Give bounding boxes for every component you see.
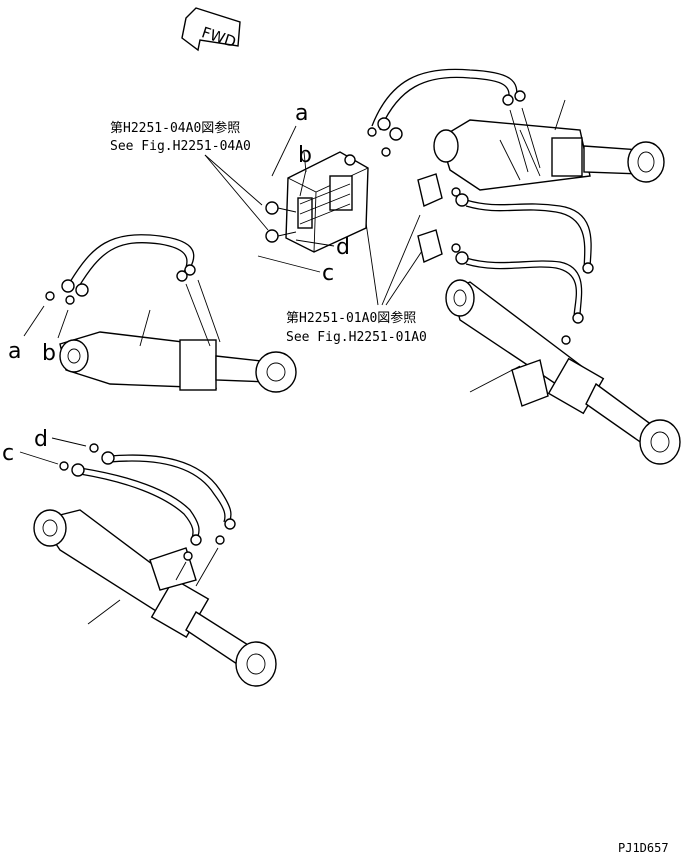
ref-upper-en: See Fig.H2251-04A0 — [110, 139, 251, 154]
cylinder-right-lower — [445, 279, 681, 465]
hose-lower-left — [59, 443, 236, 587]
ref-lower-en: See Fig.H2251-01A0 — [286, 330, 427, 345]
fwd-arrow-icon: FWD — [181, 7, 241, 51]
drawing-code: PJ1D657 — [618, 841, 669, 855]
valve-assembly — [265, 151, 369, 253]
ref-upper-jp: 第H2251-04A0図参照 — [110, 120, 240, 136]
label-a-left: a — [8, 339, 21, 364]
label-b-top: b — [298, 143, 312, 168]
label-a-top: a — [295, 101, 308, 126]
label-c-top: c — [322, 261, 334, 286]
label-d-top: d — [336, 235, 350, 260]
hose-upper-right — [367, 68, 541, 173]
ref-lower-jp: 第H2251-01A0図参照 — [286, 310, 416, 326]
label-b-left: b — [42, 341, 56, 366]
cylinder-lower-left — [33, 509, 277, 687]
cylinder-left-middle — [59, 309, 297, 393]
label-c-lower: c — [2, 441, 14, 466]
hose-blocks-right — [417, 173, 594, 345]
hose-left-middle — [45, 234, 221, 347]
label-d-lower: d — [34, 427, 48, 452]
cylinder-upper-right — [433, 99, 665, 191]
